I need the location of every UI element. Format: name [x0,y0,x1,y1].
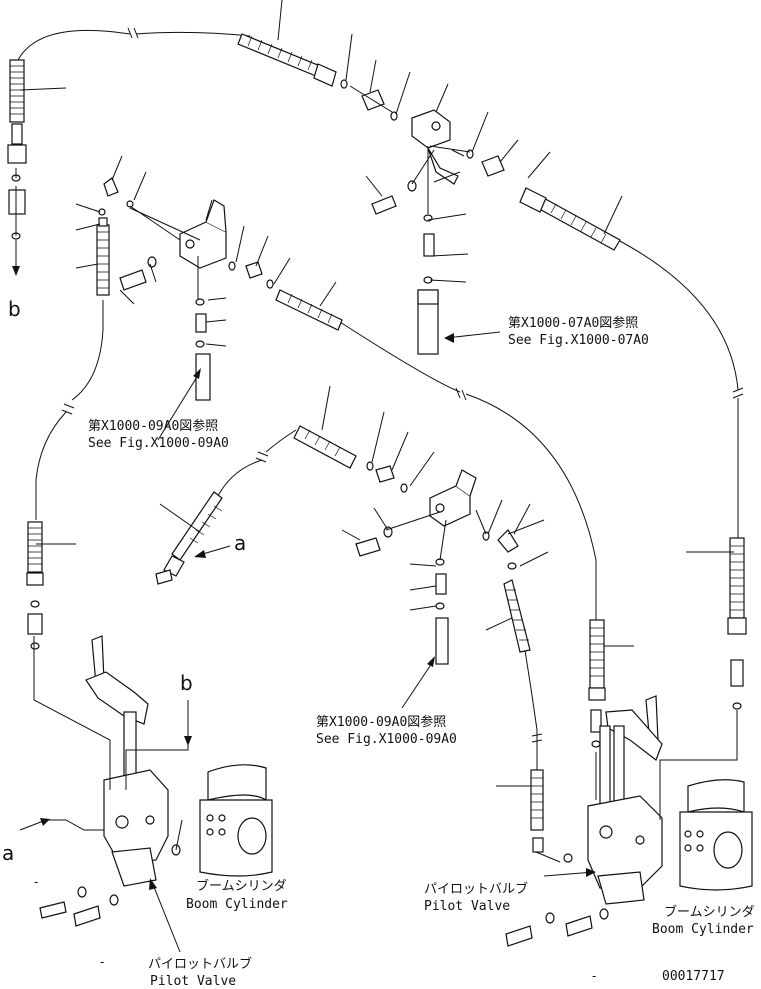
hose-center-pipe-small [435,617,449,665]
hose-right-vertical-b [727,537,747,687]
ref-fig-07-jp: 第X1000-07A0図参照 [508,315,638,331]
dash-label-3: - [592,969,596,983]
pilot-valve-left [39,635,181,927]
boom-cylinder-left-jp: ブームシリンダ [196,878,287,894]
boom-cylinder-right [679,779,753,891]
bracket-top-left [179,199,227,269]
bracket-center [429,469,477,527]
pilot-valve-right-jp: パイロットバルブ [424,881,528,897]
pilot-valve-right-en: Pilot Valve [424,899,510,914]
hose-left-vertical [96,217,110,296]
marker-a-center: a [234,531,246,555]
bracket-top-right [411,109,459,185]
hose-top-center [237,33,337,87]
hose-top-left [7,59,27,164]
pilot-valve-left-en: Pilot Valve [150,974,236,989]
drawing-number: 00017717 [662,969,725,984]
ref-fig-09-en-center: See Fig.X1000-09A0 [316,732,457,747]
dash-label-2: - [100,955,104,969]
hose-middle-diag [275,289,343,331]
dash-label-1: - [34,875,38,889]
hose-center-left [163,491,223,577]
boom-cylinder-right-jp: ブームシリンダ [664,904,755,920]
ref-fig-09-jp-left: 第X1000-09A0図参照 [88,418,218,434]
hose-center-top [293,425,357,469]
boom-cylinder-right-en: Boom Cylinder [652,922,754,937]
ref-fig-09-en-left: See Fig.X1000-09A0 [88,436,229,451]
pilot-valve-left-jp: パイロットバルブ [148,956,252,972]
direction-arrows [12,240,596,953]
hose-right-diag [519,187,621,251]
boom-cylinder-left [199,764,273,877]
boom-cylinder-left-en: Boom Cylinder [186,897,288,912]
hose-top-right-pipe [417,289,439,355]
pilot-valve-right [505,695,663,947]
hose-right-vertical-a [588,619,606,701]
hose-right-mid [503,579,544,831]
ref-fig-07-en: See Fig.X1000-07A0 [508,333,649,348]
hose-left-lower [26,521,44,635]
marker-a-left: a [2,841,14,865]
marker-b-center: b [180,671,193,695]
marker-b-left: b [8,297,21,321]
hose-routes [17,27,744,770]
fittings [8,79,742,853]
leader-lines [15,0,738,863]
ref-fig-09-jp-center: 第X1000-09A0図参照 [316,714,446,730]
